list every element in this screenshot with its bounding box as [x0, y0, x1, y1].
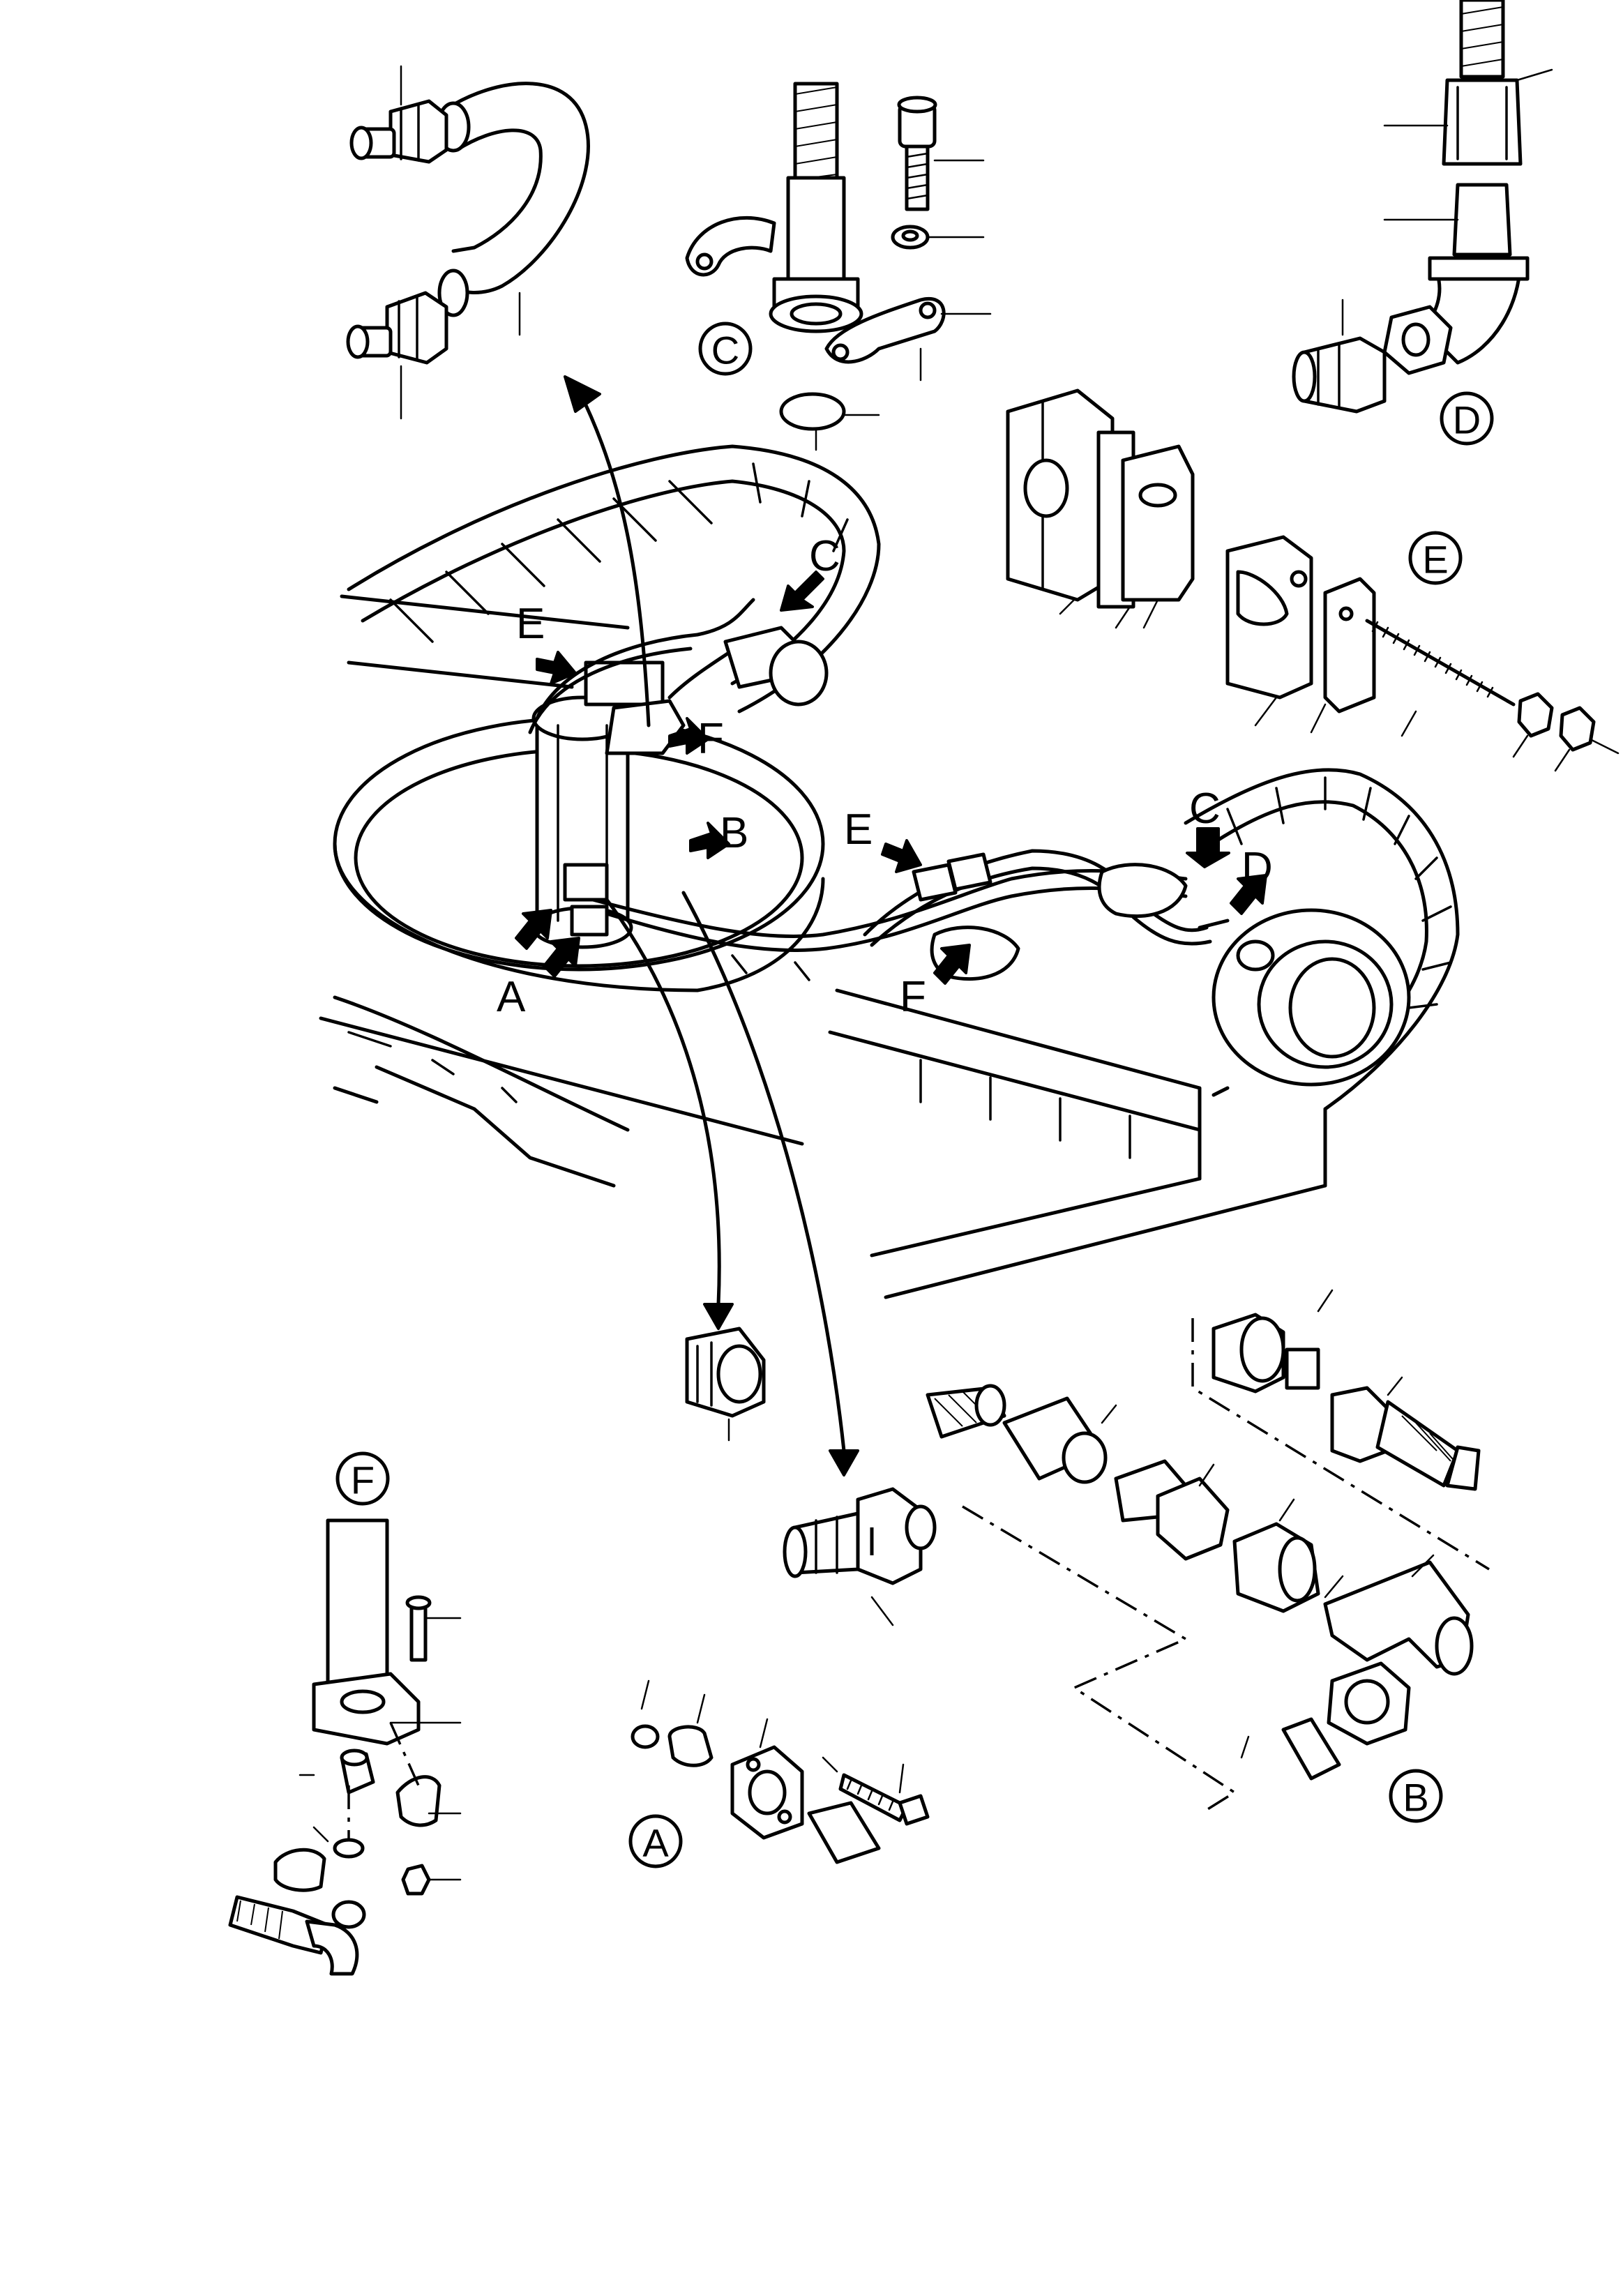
callout-e-upper: E — [516, 600, 545, 648]
callout-a: A — [497, 973, 526, 1021]
callout-f-lower: F — [900, 973, 926, 1021]
u-hose-detail — [346, 65, 590, 420]
callout-e-lower: E — [844, 806, 873, 854]
detail-label-a: A — [642, 1821, 669, 1865]
detail-label-f: F — [351, 1458, 375, 1502]
detail-b: B — [783, 1289, 1490, 1823]
detail-label-c: C — [711, 328, 739, 372]
lower-fitting — [346, 291, 448, 365]
upper-fitting — [349, 99, 448, 164]
detail-a: A — [628, 1679, 930, 1868]
detail-e: E — [1006, 388, 1620, 772]
detail-label-e: E — [1422, 538, 1448, 582]
callout-markers: C E F B A E C D F — [497, 375, 1273, 1476]
callout-c-upper: C — [809, 532, 840, 580]
detail-label-b: B — [1403, 1776, 1428, 1820]
callout-d: D — [1241, 844, 1273, 892]
detail-c: C — [685, 82, 992, 451]
callout-b: B — [720, 809, 748, 857]
detail-d: D — [1292, 0, 1553, 446]
c-bolt — [897, 96, 937, 211]
detail-f: F — [228, 1451, 462, 1976]
detail-label-d: D — [1453, 398, 1481, 442]
undercarriage-view — [319, 444, 1460, 1299]
callout-c-lower: C — [1189, 785, 1221, 833]
plug-detail — [685, 1327, 766, 1442]
callout-f-upper: F — [697, 715, 724, 763]
